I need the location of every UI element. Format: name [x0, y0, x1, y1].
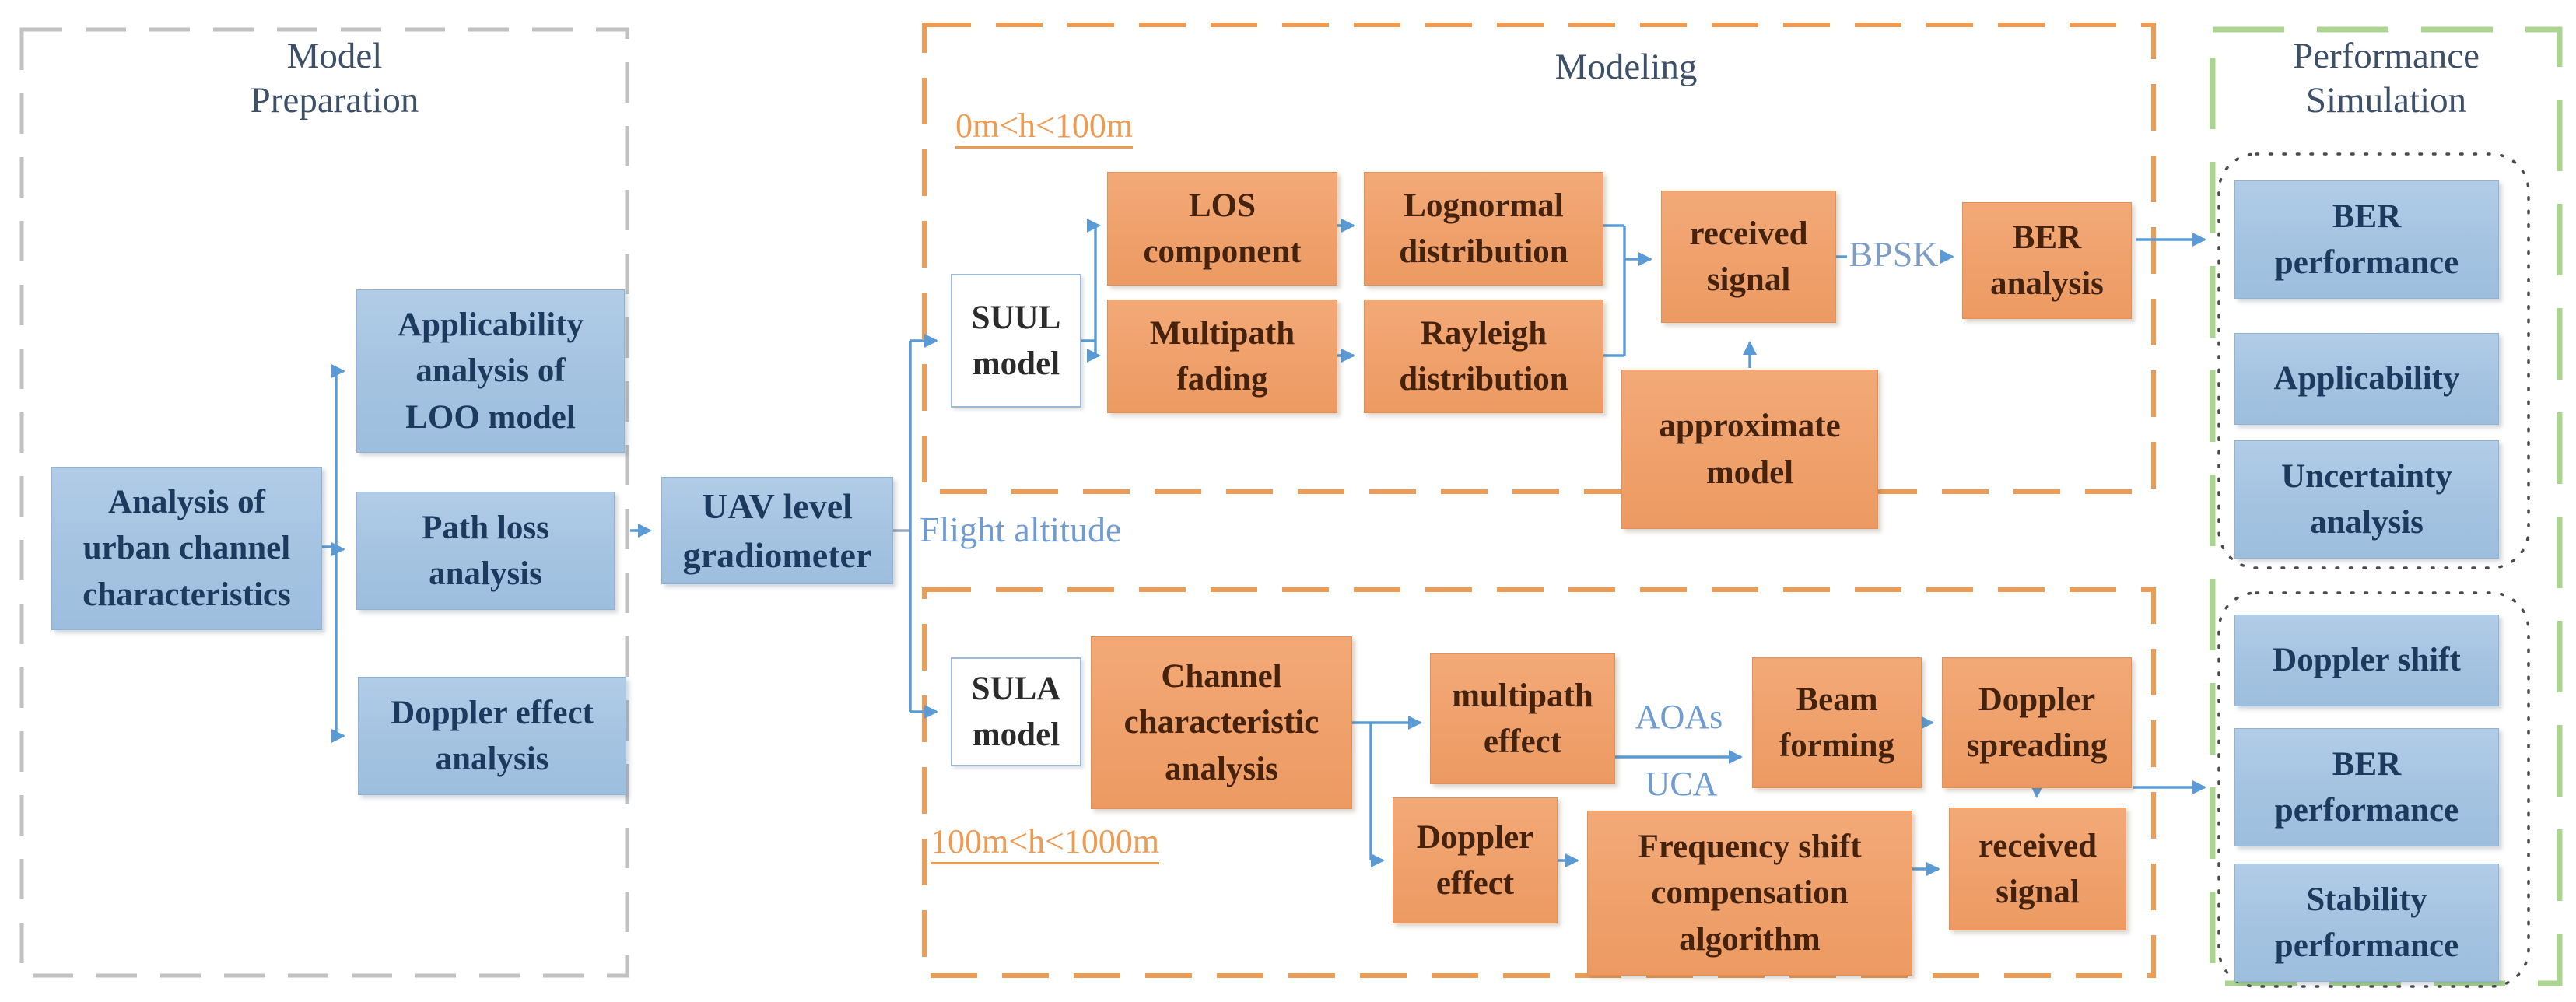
performance-section-border — [2210, 26, 2563, 986]
performance-group2-dotted-border — [2217, 591, 2530, 988]
los-component-box: LOS component — [1107, 172, 1337, 286]
low-altitude-range-label: 0m<h<100m — [955, 107, 1134, 149]
lognormal-distribution-box: Lognormal distribution — [1364, 172, 1603, 286]
modeling-title: Modeling — [1554, 47, 1698, 87]
doppler-spreading-box: Doppler spreading — [1942, 657, 2132, 788]
ber-analysis-box: BER analysis — [1962, 202, 2132, 319]
approximate-model-box: approximate model — [1621, 370, 1878, 529]
applicability-box: Applicability — [2234, 333, 2499, 425]
uca-label: UCA — [1645, 765, 1718, 803]
modeling-high-altitude-section-border — [922, 587, 2156, 978]
beam-forming-box: Beam forming — [1752, 657, 1922, 788]
model-preparation-section-border — [19, 27, 629, 978]
multipath-fading-box: Multipath fading — [1107, 300, 1337, 413]
performance-simulation-title: Performance Simulation — [2292, 36, 2480, 121]
doppler-effect-box: Doppler effect — [1393, 797, 1558, 923]
frequency-shift-compensation-box: Frequency shift compensation algorithm — [1587, 811, 1912, 976]
sula-model-box: SULA model — [951, 657, 1081, 766]
channel-characteristic-box: Channel characteristic analysis — [1091, 636, 1352, 809]
doppler-effect-analysis-box: Doppler effect analysis — [358, 677, 626, 795]
modeling-low-altitude-section-border — [922, 23, 2156, 494]
high-altitude-range-label: 100m<h<1000m — [931, 822, 1160, 865]
suul-model-box: SUUL model — [951, 274, 1081, 408]
flight-altitude-label: Flight altitude — [920, 510, 1122, 549]
received-signal-low-box: received signal — [1661, 191, 1836, 323]
stability-performance-box: Stability performance — [2234, 864, 2499, 982]
ber-performance-box-1: BER performance — [2234, 180, 2499, 299]
analysis-urban-channel-box: Analysis of urban channel characteristic… — [51, 467, 322, 630]
ber-performance-box-2: BER performance — [2234, 728, 2499, 846]
uncertainty-analysis-box: Uncertainty analysis — [2234, 440, 2499, 559]
path-loss-analysis-box: Path loss analysis — [356, 492, 615, 610]
performance-group1-dotted-border — [2217, 152, 2530, 569]
doppler-shift-box: Doppler shift — [2234, 615, 2499, 706]
uav-level-gradiometer-box: UAV level gradiometer — [661, 477, 893, 584]
received-signal-high-box: received signal — [1949, 808, 2126, 930]
applicability-analysis-box: Applicability analysis of LOO model — [356, 289, 625, 453]
rayleigh-distribution-box: Rayleigh distribution — [1364, 300, 1603, 413]
multipath-effect-box: multipath effect — [1430, 653, 1615, 784]
bpsk-label: BPSK — [1849, 234, 1939, 274]
aoas-label: AOAs — [1635, 698, 1723, 736]
model-preparation-title: Model Preparation — [250, 36, 419, 121]
